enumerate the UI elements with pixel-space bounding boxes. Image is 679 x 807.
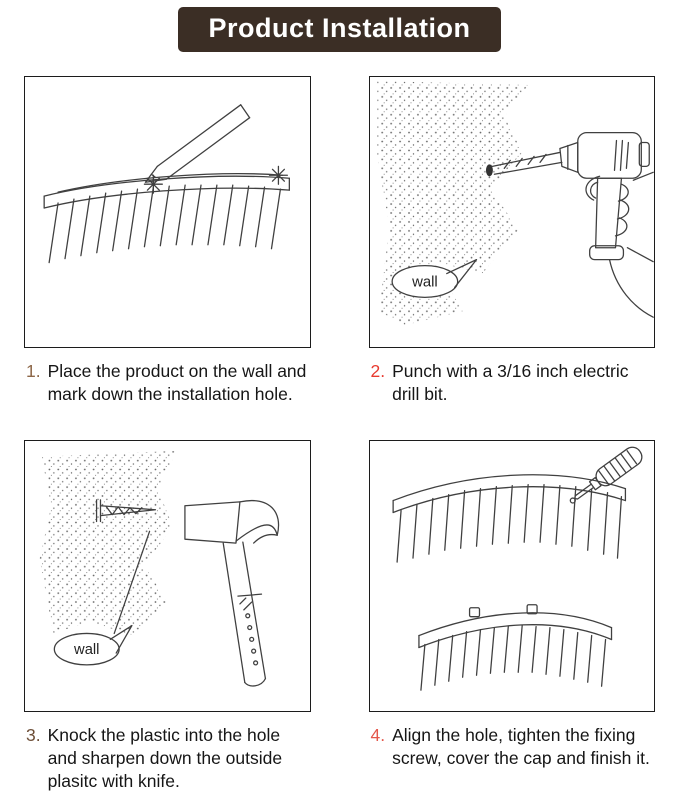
step3-caption: 3. Knock the plastic into the hole and s… — [24, 712, 311, 807]
step4-text: Align the hole, tighten the fixing screw… — [392, 725, 650, 769]
drilling-drawing: wall — [376, 80, 654, 326]
step3-number: 3. — [26, 725, 41, 746]
wall-speech-bubble — [53, 625, 133, 666]
wall-texture — [39, 451, 178, 636]
step2-caption: 2. Punch with a 3/16 inch electric drill… — [369, 348, 656, 420]
page-title: Product Installation — [178, 7, 501, 52]
step-4: 4. Align the hole, tighten the fixing sc… — [368, 420, 656, 807]
step3-illustration-panel: wall — [24, 440, 311, 713]
step1-caption: 1. Place the product on the wall and mar… — [24, 348, 311, 420]
step2-text: Punch with a 3/16 inch electric drill bi… — [392, 361, 629, 405]
steps-grid: 1. Place the product on the wall and mar… — [0, 56, 679, 807]
pencil-icon — [144, 104, 251, 183]
step2-illustration-panel: wall — [368, 76, 655, 348]
basket-being-fixed-icon — [391, 474, 626, 563]
step3-text: Knock the plastic into the hole and shar… — [47, 725, 283, 792]
hammer-anchor-drawing: wall — [39, 451, 280, 687]
installation-guide: Product Installation — [0, 7, 679, 807]
corner-basket-icon — [43, 173, 290, 264]
step4-number: 4. — [370, 725, 386, 746]
fasten-finish-drawing — [391, 446, 642, 691]
step1-illustration-panel — [24, 76, 311, 348]
mark-holes-drawing — [43, 104, 290, 264]
wall-speech-bubble — [390, 259, 477, 299]
wall-texture — [376, 80, 528, 326]
step-2: wall 2. Punch with a 3/16 inch electric … — [368, 56, 656, 420]
banner-wrap: Product Installation — [0, 7, 679, 52]
step-1: 1. Place the product on the wall and mar… — [24, 56, 311, 420]
step2-number: 2. — [370, 361, 386, 381]
pointer-line — [113, 530, 151, 635]
wall-label: wall — [411, 274, 438, 290]
step1-number: 1. — [26, 361, 41, 381]
finished-basket-icon — [417, 604, 612, 691]
drill-icon — [485, 131, 654, 318]
screwdriver-icon — [569, 446, 642, 504]
step-3: wall 3. Knock the plastic into the hole … — [24, 420, 311, 807]
step1-text: Place the product on the wall and mark d… — [47, 361, 307, 405]
step4-caption: 4. Align the hole, tighten the fixing sc… — [369, 712, 656, 784]
wall-anchor-icon — [95, 499, 157, 523]
step4-illustration-panel — [368, 440, 655, 713]
mark-sparkle-icon — [143, 165, 289, 194]
wall-label: wall — [73, 642, 99, 658]
power-cord — [608, 259, 654, 318]
hand-icon — [584, 171, 654, 263]
hammer-icon — [184, 500, 280, 687]
